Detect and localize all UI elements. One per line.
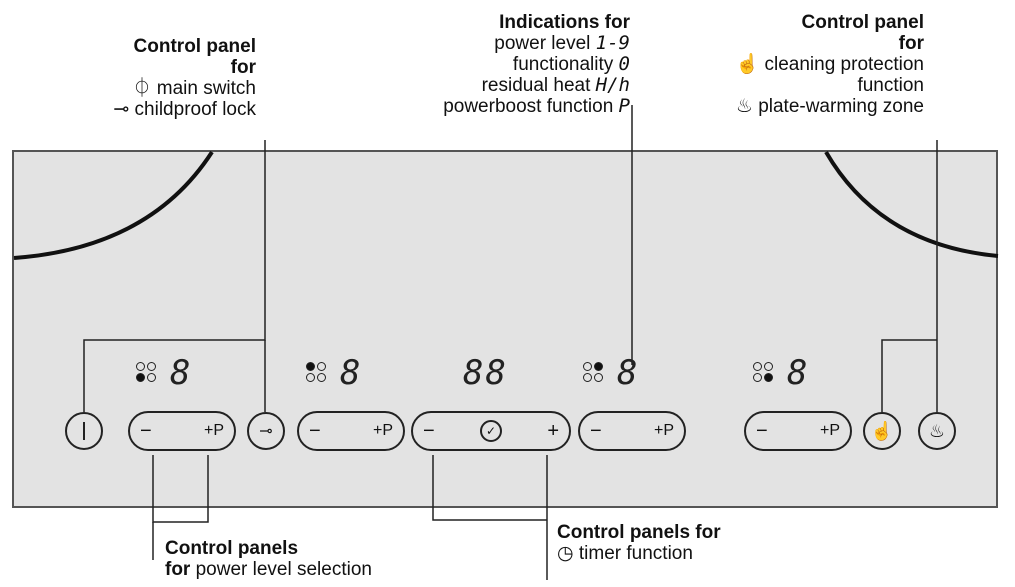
zone2-display: 8 — [340, 353, 363, 393]
zone4-display: 8 — [787, 353, 810, 393]
timer-clock-icon[interactable]: ✓ — [480, 420, 502, 442]
main-switch-line: ⏀ main switch — [132, 78, 256, 99]
timer-panels-label: Control panels for ◷ timer function — [557, 522, 721, 564]
functionality-line: functionality 0 — [512, 53, 630, 76]
main-control-for: for — [230, 57, 256, 78]
timer-display: 88 — [463, 353, 508, 393]
power-level-line: power level 1-9 — [494, 32, 630, 55]
key-lock-icon: ⊸ — [259, 423, 273, 440]
cleaning-hand-icon: ☝ — [870, 420, 894, 441]
plate-warming-icon: ♨ — [928, 420, 946, 441]
plate-warming-button[interactable]: ♨ — [918, 412, 956, 450]
zone1-plus-p-button[interactable]: +P — [203, 422, 224, 439]
childproof-lock-button[interactable]: ⊸ — [247, 412, 285, 450]
main-switch-icon: ⏀ — [132, 78, 152, 99]
indications-label: Indications for power level 1-9 function… — [360, 12, 630, 117]
timer-control: − ✓ + — [411, 411, 571, 451]
plate-warming-icon: ♨ — [735, 96, 753, 117]
main-control-title: Control panel — [133, 36, 256, 57]
zone1-power-control: − +P — [128, 411, 236, 451]
power-panels-label: Control panels for power level selection — [165, 538, 372, 580]
right-control-title: Control panel — [801, 12, 924, 33]
zone4-plus-p-button[interactable]: +P — [819, 422, 840, 439]
residual-heat-line: residual heat H/h — [481, 74, 630, 97]
right-control-label: Control panel for ☝ cleaning protection … — [690, 12, 924, 117]
zone4-power-control: − +P — [744, 411, 852, 451]
timer-plus-button[interactable]: + — [547, 419, 559, 442]
timer-minus-button[interactable]: − — [423, 419, 435, 442]
zone2-indicator — [306, 362, 328, 384]
cleaning-line: ☝ cleaning protection — [735, 54, 924, 75]
timer-panels-title: Control panels for — [557, 522, 721, 543]
zone3-plus-p-button[interactable]: +P — [653, 422, 674, 439]
cleaning-protection-button[interactable]: ☝ — [863, 412, 901, 450]
power-panels-desc: for power level selection — [165, 559, 372, 580]
zone1-display: 8 — [170, 353, 193, 393]
power-panels-title: Control panels — [165, 538, 299, 559]
zone2-plus-p-button[interactable]: +P — [372, 422, 393, 439]
cleaning-hand-icon: ☝ — [735, 54, 760, 75]
zone2-minus-button[interactable]: − — [309, 419, 321, 442]
main-control-label: Control panel for ⏀ main switch ⊸ childp… — [60, 36, 256, 120]
indications-title: Indications for — [499, 12, 630, 33]
key-lock-icon: ⊸ — [113, 99, 130, 120]
zone3-power-control: − +P — [578, 411, 686, 451]
main-switch-icon — [83, 422, 85, 440]
plate-warming-line: ♨ plate-warming zone — [735, 96, 924, 117]
zone4-minus-button[interactable]: − — [756, 419, 768, 442]
zone1-minus-button[interactable]: − — [140, 419, 152, 442]
powerboost-line: powerboost function P — [443, 95, 630, 118]
right-control-for: for — [898, 33, 924, 54]
timer-clock-icon: ◷ — [557, 543, 574, 564]
timer-panels-desc: ◷ timer function — [557, 543, 693, 564]
main-switch-button[interactable] — [65, 412, 103, 450]
zone3-minus-button[interactable]: − — [590, 419, 602, 442]
zone4-indicator — [753, 362, 775, 384]
cleaning-function-line: function — [857, 75, 924, 96]
zone3-indicator — [583, 362, 605, 384]
zone3-display: 8 — [617, 353, 640, 393]
zone1-indicator — [136, 362, 158, 384]
childproof-lock-line: ⊸ childproof lock — [113, 99, 256, 120]
zone2-power-control: − +P — [297, 411, 405, 451]
